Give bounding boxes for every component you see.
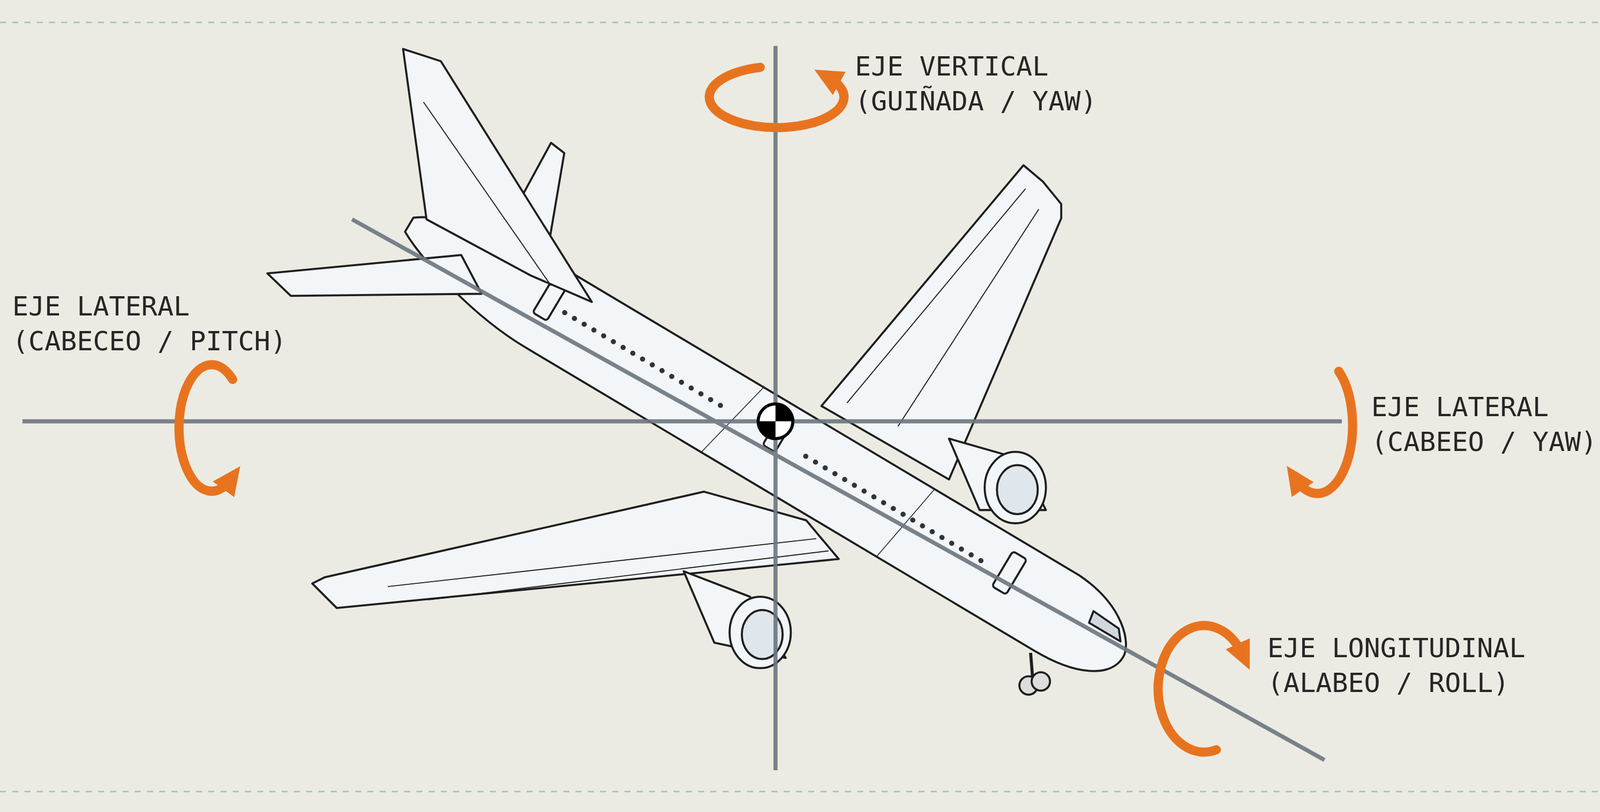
center-of-gravity (757, 403, 793, 439)
landing-wheel (1031, 672, 1050, 691)
yaw-rotation-arrow (709, 67, 844, 129)
cg-quadrant (757, 421, 776, 439)
cg-quadrant (775, 403, 793, 422)
wing-panel-line (846, 188, 1039, 427)
window-row (805, 456, 990, 567)
cg-circle (757, 403, 793, 439)
pitch-rotation-arrow (178, 364, 233, 492)
engine-fan (996, 464, 1038, 514)
rudder-line (423, 101, 552, 286)
engine-intake (984, 452, 1046, 524)
axis-label: EJE VERTICAL (GUIÑADA / YAW) (854, 49, 1146, 119)
wing (821, 165, 1062, 480)
roll-rotation-arrow (1158, 625, 1243, 753)
dashed-border (0, 21, 1600, 24)
axis-label: EJE LONGITUDINAL (ALABEO / ROLL) (1267, 631, 1558, 701)
pitch-rotation-arrow (1295, 371, 1353, 494)
axis-label: EJE LATERAL (CABEEO / YAW) (1371, 389, 1600, 460)
wing (312, 491, 839, 608)
lateral-axis (22, 419, 1342, 424)
axis-label: EJE LATERAL (CABECEO / PITCH) (12, 289, 303, 359)
landing-gear (1030, 652, 1033, 679)
fuselage (385, 188, 1148, 691)
longitudinal-axis (351, 219, 1325, 760)
engine-intake (729, 596, 791, 668)
window-row (564, 312, 727, 410)
wing-panel-line (387, 538, 829, 600)
door (992, 551, 1027, 595)
dashed-border (0, 790, 1600, 793)
